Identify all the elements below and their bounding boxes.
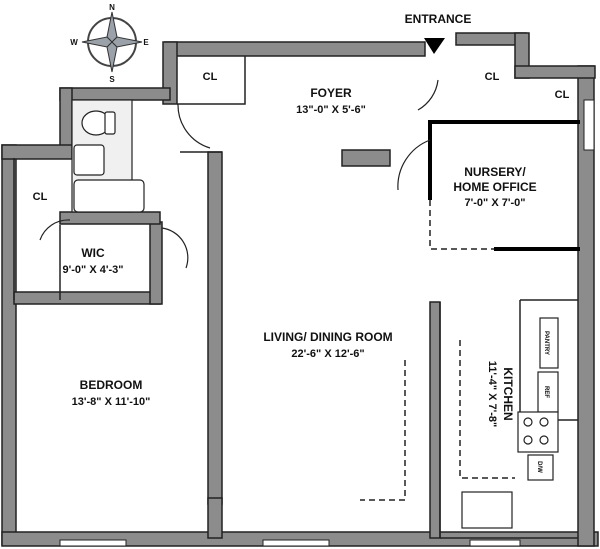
- dashed-lines: [360, 200, 515, 501]
- walls: [1, 32, 599, 547]
- compass-n: N: [109, 3, 115, 12]
- wic-dims: 9'-0" X 4'-3": [63, 264, 124, 276]
- compass-s: S: [109, 75, 115, 84]
- foyer-dims: 13"-0" X 5'-6": [296, 104, 366, 116]
- foyer-name: FOYER: [310, 86, 352, 100]
- nursery-walls: [428, 120, 580, 251]
- kitchen-name: KITCHEN: [501, 367, 515, 420]
- dw-label: D/W: [536, 461, 542, 473]
- living-dims: 22'-6" X 12'-6": [291, 348, 364, 360]
- bedroom-dims: 13'-8" X 11'-10": [72, 396, 151, 408]
- nursery-dims: 7'-0" X 7'-0": [465, 197, 526, 209]
- nursery-name-2: HOME OFFICE: [453, 180, 536, 194]
- living-name: LIVING/ DINING ROOM: [263, 330, 392, 344]
- door-swings: [39, 79, 439, 269]
- closet-label: CL: [555, 89, 570, 101]
- bath-fixtures: [71, 99, 145, 213]
- compass: N S E W: [70, 3, 149, 84]
- pantry-label: PANTRY: [543, 331, 549, 355]
- compass-e: E: [143, 38, 149, 47]
- entrance-label: ENTRANCE: [405, 12, 472, 26]
- entrance: ENTRANCE: [405, 12, 472, 54]
- kitchen-dims: 11'-4" X 7'-8": [486, 361, 498, 427]
- bedroom-name: BEDROOM: [80, 378, 143, 392]
- windows: [59, 99, 595, 547]
- compass-w: W: [70, 38, 78, 47]
- closet-label: CL: [33, 191, 48, 203]
- entrance-arrow-icon: [424, 38, 445, 54]
- kitchen-fixtures: [461, 317, 559, 529]
- closet-label: CL: [485, 71, 500, 83]
- nursery-name: NURSERY/: [464, 165, 526, 179]
- wic-name: WIC: [81, 246, 105, 260]
- ref-label: REF: [543, 386, 549, 398]
- closet-label: CL: [203, 71, 218, 83]
